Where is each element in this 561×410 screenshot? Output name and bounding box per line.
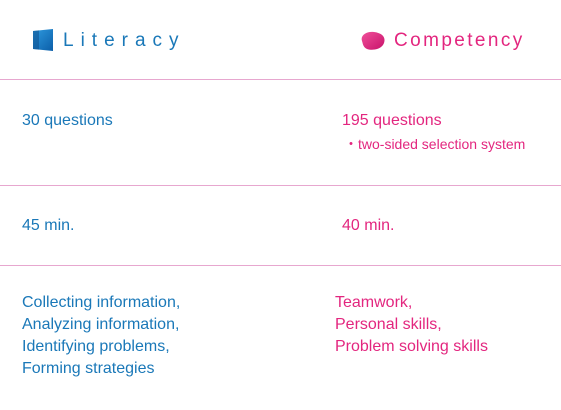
literacy-time: 45 min.: [22, 217, 75, 234]
literacy-skill-item: Analyzing information,: [22, 316, 180, 333]
competency-title: Competency: [394, 30, 525, 51]
row-divider: [0, 185, 561, 186]
literacy-skill-item: Identifying problems,: [22, 338, 170, 355]
row-divider: [0, 79, 561, 80]
literacy-title: Literacy: [63, 30, 186, 51]
literacy-skill-item: Forming strategies: [22, 360, 155, 377]
literacy-skills: Collecting information, Analyzing inform…: [22, 292, 180, 380]
competency-questions: 195 questions: [342, 112, 442, 129]
competency-skill-item: Teamwork,: [335, 294, 413, 311]
literacy-square-icon: [33, 29, 53, 51]
competency-skill-item: Personal skills,: [335, 316, 442, 333]
competency-skill-item: Problem solving skills: [335, 338, 488, 355]
literacy-skill-item: Collecting information,: [22, 294, 181, 311]
competency-blob-icon: [361, 31, 385, 50]
competency-time: 40 min.: [342, 217, 395, 234]
competency-questions-note: ・two-sided selection system: [344, 136, 526, 152]
competency-skills: Teamwork, Personal skills, Problem solvi…: [335, 292, 488, 358]
row-divider: [0, 265, 561, 266]
literacy-questions: 30 questions: [22, 112, 113, 129]
